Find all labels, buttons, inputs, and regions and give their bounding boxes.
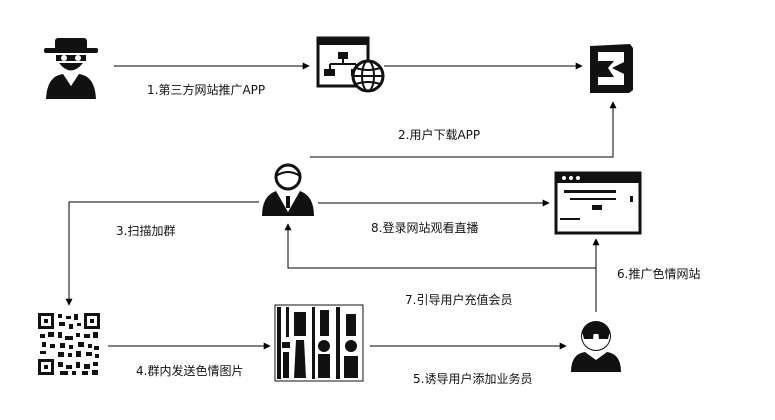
arrow-step7 (284, 223, 596, 269)
arrow-step3 (65, 201, 259, 306)
step-6-label: 6.推广色情网站 (617, 267, 701, 281)
step-3-label: 3.扫描加群 (116, 224, 176, 238)
step-8-label: 8.登录网站观看直播 (371, 221, 479, 235)
app-logo-icon (590, 44, 633, 93)
hat-spy-icon (44, 38, 98, 99)
website-globe-icon (316, 36, 385, 93)
browser-window-icon (554, 171, 642, 235)
arrow-step2 (310, 101, 617, 158)
user-icon (262, 163, 314, 216)
sunglasses-person-icon (571, 321, 621, 372)
step-5-label: 5.诱导用户添加业务员 (413, 372, 533, 386)
step-1-label: 1.第三方网站推广APP (147, 83, 266, 97)
qr-code-icon (38, 313, 100, 375)
step-2-label: 2.用户下载APP (398, 128, 481, 142)
connectors (65, 62, 617, 350)
step-4-label: 4.群内发送色情图片 (136, 364, 244, 378)
step-7-label: 7.引导用户充值会员 (405, 293, 513, 307)
photo-collage-icon (274, 304, 364, 382)
